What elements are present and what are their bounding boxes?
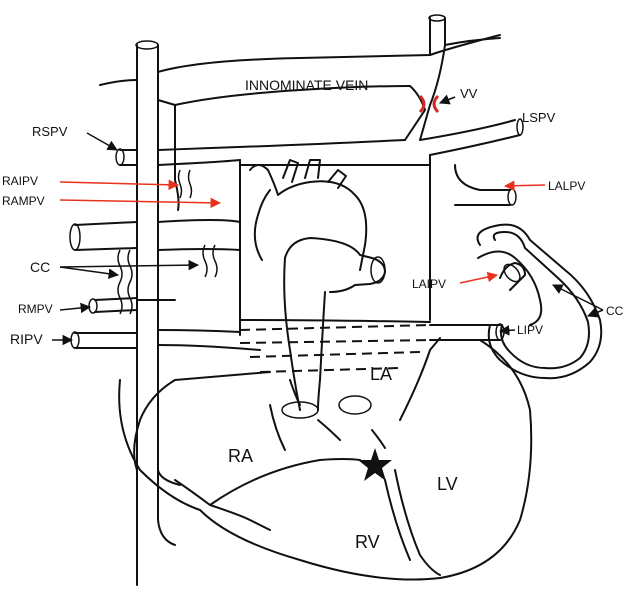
label-laipv: LAIPV [412,277,446,291]
left-vertical-vein [405,15,500,140]
label-vv: VV [460,86,478,101]
label-ra: RA [228,446,253,466]
vsd-star-icon [358,448,392,481]
label-lalpv: LALPV [548,179,585,193]
left-atrium-box [240,160,430,335]
innominate-vein [100,55,430,180]
label-raipv: RAIPV [2,174,38,188]
label-lipv: LIPV [517,323,543,337]
laipv-vessel [500,261,525,290]
lipv-vessel [430,324,504,340]
label-la: LA [370,364,392,384]
lalpv-vessel [455,165,516,205]
label-rspv: RSPV [32,124,68,139]
label-rmpv: RMPV [18,302,53,316]
left-collateral-loop [478,225,602,379]
label-innominate-vein: INNOMINATE VEIN [245,77,368,93]
label-rampv: RAMPV [2,194,45,208]
label-rv: RV [355,532,380,552]
label-lspv: LSPV [522,110,556,125]
label-cc-right: CC [606,304,624,318]
label-arrows [52,97,603,340]
dashed-connections [240,325,430,372]
great-arteries [250,160,385,418]
label-lv: LV [437,474,458,494]
label-ripv: RIPV [10,331,43,347]
label-cc-left: CC [30,259,50,275]
collateral-channels [118,170,217,314]
